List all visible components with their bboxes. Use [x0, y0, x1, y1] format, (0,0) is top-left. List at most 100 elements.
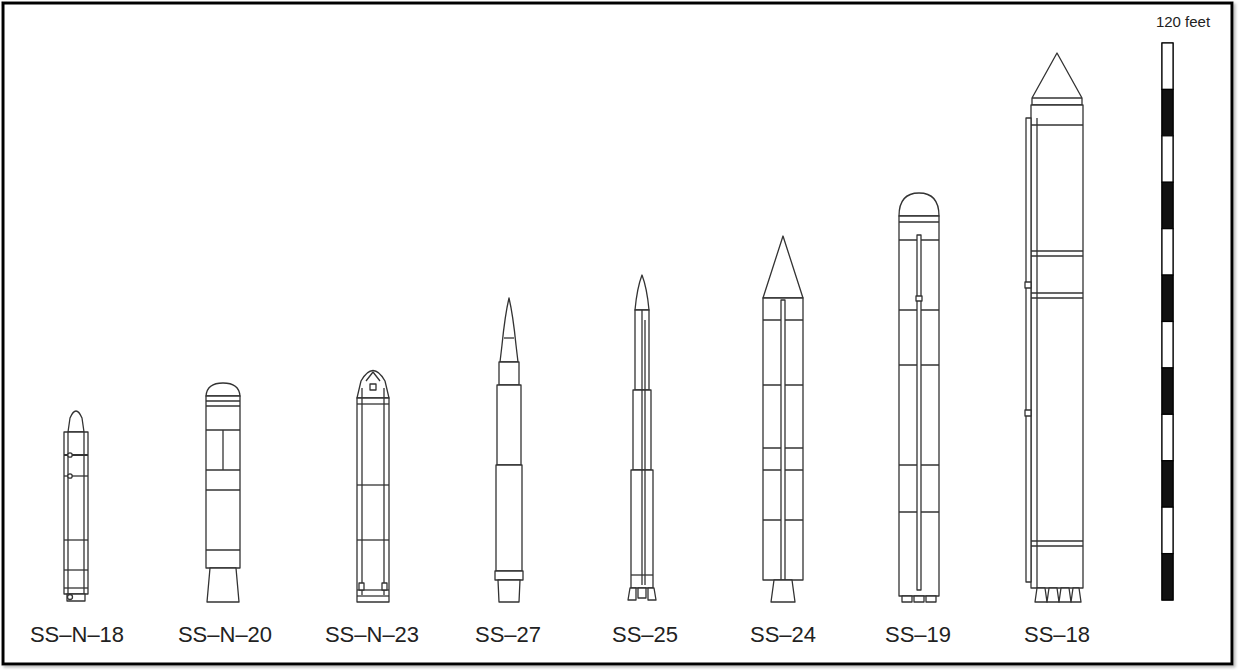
ss-n-18-missile-part: [67, 594, 85, 601]
ss-19-missile-part: [899, 216, 939, 596]
ss-n-23-missile-part: [361, 388, 362, 595]
ss-n-23-missile-part: [370, 384, 376, 390]
ss-n-18-missile-part: [64, 587, 88, 588]
ss-27-missile-part: [499, 362, 519, 385]
ss-18-missile-part: [1031, 250, 1083, 251]
ss-n-18-missile-part: [68, 411, 84, 432]
ss-18-missile-part: [1031, 540, 1083, 541]
ss-18-missile-part: [1071, 588, 1081, 602]
scale-bar-part: [1162, 89, 1173, 135]
ss-19-missile: [899, 193, 939, 602]
ss-24-missile: [763, 236, 803, 602]
ss-25-missile-part: [635, 275, 649, 310]
ss-18-missile-part: [1036, 118, 1037, 588]
ss-25-missile: [628, 275, 656, 600]
ss-27-missile-part: [504, 337, 514, 338]
missile-name: SS–N–20: [178, 624, 272, 646]
scale-bar-part: [1162, 414, 1173, 460]
ss-n-20-missile-part: [206, 405, 240, 406]
ss-18-missile-part: [1031, 124, 1083, 125]
ss-n-18-missile-part: [68, 453, 72, 457]
ss-19-missile-part: [899, 221, 939, 222]
ss-18-missile-part: [1035, 588, 1047, 602]
missile-name: SS–27: [475, 624, 541, 646]
scale-bar-part: [1162, 43, 1173, 89]
frame-border: [3, 3, 1232, 664]
scale-bar-part: [1162, 275, 1173, 321]
scale-bar-part: [1162, 507, 1173, 553]
ss-18-missile-part: [1059, 588, 1071, 602]
ss-n-23-missile-part: [357, 403, 389, 404]
ss-27-missile-part: [498, 580, 520, 602]
ss-18-missile-part: [1031, 545, 1083, 546]
ss-24-missile-part: [763, 298, 803, 580]
ss-25-missile-part: [641, 310, 642, 585]
ss-18-missile-part: [1025, 410, 1031, 416]
ss-19-missile-part: [926, 596, 936, 602]
ss-n-20-missile-part: [206, 383, 240, 396]
ss-n-23-missile-part: [382, 583, 387, 590]
ss-n-18-missile-part: [64, 569, 88, 570]
scale-bar-part: [1162, 368, 1173, 414]
ss-18-missile-part: [1047, 588, 1059, 602]
ss-25-missile-part: [628, 588, 636, 600]
ss-n-18-missile-part: [64, 539, 88, 540]
missile-name: SS–N–23: [325, 624, 419, 646]
scale-bar-part: [1162, 554, 1173, 600]
ss-n-18-missile-part: [68, 474, 72, 478]
ss-25-missile-part: [631, 574, 653, 575]
ss-18-missile: [1025, 53, 1083, 602]
scale-bar: [1162, 43, 1173, 600]
ss-18-missile-part: [1025, 282, 1031, 288]
ss-27-missile-part: [496, 465, 522, 571]
ss-19-missile-part: [917, 235, 921, 590]
scale-bar-part: [1162, 322, 1173, 368]
ss-18-missile-part: [1031, 255, 1083, 256]
missile-name: SS–N–18: [30, 624, 124, 646]
missile-name: SS–18: [1024, 624, 1090, 646]
ss-n-20-missile-part: [207, 568, 239, 602]
ss-n-18-missile-part: [68, 595, 73, 600]
ss-n-20-missile-part: [206, 396, 240, 568]
ss-27-missile-part: [500, 298, 518, 362]
ss-n-23-missile-part: [383, 388, 384, 595]
ss-n-20-missile: [206, 383, 240, 602]
scale-bar-part: [1162, 136, 1173, 182]
ss-25-missile-part: [638, 588, 646, 598]
ss-19-missile-part: [902, 596, 912, 602]
ss-18-missile-part: [1031, 292, 1083, 293]
ss-19-missile-part: [899, 193, 939, 216]
ss-19-missile-part: [914, 596, 924, 602]
scale-bar-part: [1162, 229, 1173, 275]
ss-24-missile-part: [763, 236, 803, 298]
ss-25-missile-part: [648, 588, 656, 600]
ss-n-23-missile-part: [357, 539, 389, 540]
ss-19-missile-part: [916, 296, 922, 301]
ss-18-missile-part: [1032, 97, 1082, 98]
missile-name: SS–19: [885, 624, 951, 646]
scale-bar-part: [1162, 182, 1173, 228]
ss-24-missile-part: [781, 300, 785, 580]
missile-name: SS–24: [750, 624, 816, 646]
ss-27-missile: [495, 298, 523, 602]
ss-n-23-missile-part: [357, 595, 389, 596]
ss-n-23-missile-part: [366, 372, 380, 381]
ss-n-20-missile-part: [206, 400, 240, 401]
ss-18-missile-part: [1026, 118, 1031, 582]
ss-25-missile-part: [644, 320, 645, 585]
scale-label: 120 feet: [1156, 14, 1210, 29]
ss-n-20-missile-part: [206, 489, 240, 490]
ss-n-23-missile-part: [359, 583, 364, 590]
missile-illustration-part: [64, 53, 1083, 602]
ss-n-18-missile-part: [64, 432, 88, 594]
ss-n-20-missile-part: [222, 430, 223, 470]
ss-n-23-missile: [357, 371, 389, 603]
ss-27-missile-part: [495, 571, 523, 580]
ss-18-missile-part: [1031, 297, 1083, 298]
ss-n-20-missile-part: [206, 429, 240, 430]
ss-24-missile-part: [771, 580, 795, 602]
ss-27-missile-part: [497, 385, 521, 465]
ss-n-20-missile-part: [206, 549, 240, 550]
